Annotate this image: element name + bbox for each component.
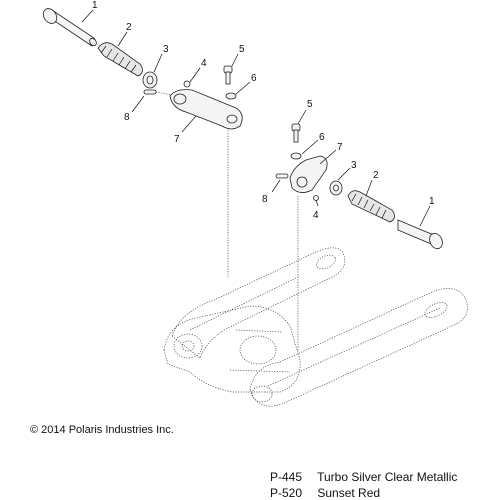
washer-small-left [225,92,237,100]
color-name: Sunset Red [317,486,381,500]
callout-right-2: 2 [373,170,379,181]
footpeg-pin-left [42,8,97,47]
washer-small-right [290,152,302,160]
callout-left-8: 8 [124,112,130,123]
footpeg-bracket-left [169,89,243,130]
callout-right-3: 3 [351,160,357,171]
bolt-right [291,123,301,143]
clip-right [313,195,319,201]
footpeg-pin-right [397,219,443,250]
callouts-right: 5 6 7 3 2 1 8 4 [262,99,435,227]
callout-right-5: 5 [307,99,313,110]
callout-left-7: 7 [174,134,180,145]
clip-left [183,80,191,88]
swing-arm [163,247,468,407]
copyright-notice: © 2014 Polaris Industries Inc. [30,424,174,436]
pin-right [275,173,289,179]
footpeg-rubber-right [347,190,395,223]
callout-left-4: 4 [201,58,207,69]
pin-left [143,89,173,96]
callout-left-2: 2 [126,22,132,33]
color-code: P-520 [270,486,303,500]
washer-left [142,71,158,89]
color-code-row: P-445 Turbo Silver Clear Metallic [270,470,457,484]
callout-right-4: 4 [313,210,319,221]
callout-right-8: 8 [262,194,268,205]
callout-right-1: 1 [429,196,435,207]
callout-left-1: 1 [92,0,98,11]
color-name: Turbo Silver Clear Metallic [317,470,458,484]
color-code-row: P-520 Sunset Red [270,486,380,500]
callout-left-5: 5 [239,44,245,55]
callout-left-3: 3 [163,44,169,55]
bolt-left [223,65,233,85]
callout-right-7: 7 [337,142,343,153]
callout-right-6: 6 [319,132,325,143]
color-code: P-445 [270,470,303,484]
washer-right [329,180,343,196]
footpeg-bracket-right [289,155,328,193]
callout-left-6: 6 [251,73,257,84]
footpeg-rubber-left [97,42,143,77]
callouts-left: 1 2 3 4 5 6 7 8 [81,0,257,145]
